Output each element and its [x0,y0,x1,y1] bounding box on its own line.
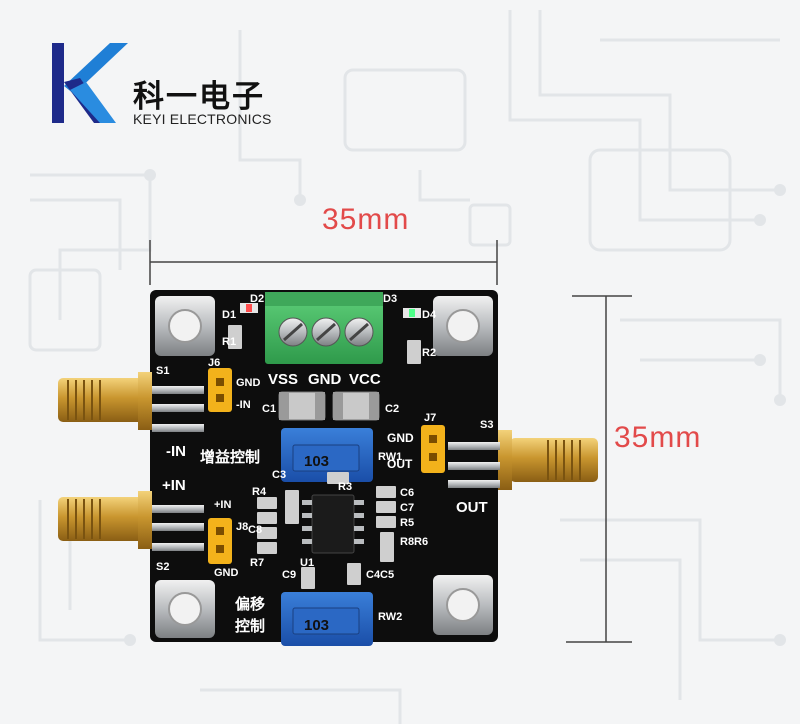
silk-label-vss: VSS [268,371,298,388]
capacitor-c2 [332,391,380,421]
silk-label-minus-in-j6: -IN [236,399,251,411]
brand-name-cn: 科一电子 [133,79,265,115]
silk-label-plus-in: +IN [162,477,186,494]
smd-part [228,325,242,349]
silk-label-c2: C2 [385,403,399,415]
height-dimension-label: 35mm [614,421,702,454]
silk-label-rw1: RW1 [378,451,402,463]
smd-part [376,516,396,528]
silk-label-r5: R5 [400,517,414,529]
smd-part [327,472,349,484]
jumper-j6 [208,368,232,412]
silk-label-r3: R3 [338,481,352,493]
pot-code-rw2: 103 [304,617,329,634]
silk-label-c6: C6 [400,487,414,499]
silk-label-offset-2: 控制 [235,617,265,635]
k-logo-icon [52,43,128,123]
mounting-hole [433,575,493,635]
width-dimension-line [149,240,498,285]
silk-label-offset-1: 偏移 [235,595,265,613]
potentiometer-rw1 [281,428,373,482]
silk-label-c3: C3 [272,469,286,481]
mounting-hole [433,296,493,356]
potentiometer-rw2 [281,592,373,646]
silk-label-c9: C9 [282,569,296,581]
sma-connector-plus-in [58,491,204,551]
smd-part [285,490,299,524]
silk-label-r1: R1 [222,336,236,348]
silk-label-j7: J7 [424,412,436,424]
silk-label-c5: C5 [380,569,394,581]
op-amp-chip-u1 [302,494,364,554]
silk-label-out: OUT [456,499,488,516]
silk-label-gnd-j8: GND [214,567,239,579]
silk-label-vcc: VCC [349,371,381,388]
silk-label-r7: R7 [250,557,264,569]
smd-part [347,563,361,585]
sma-connector-out [448,430,598,490]
silk-label-d2: D2 [250,293,264,305]
silk-label-j6: J6 [208,357,220,369]
brand-logo: 科一电子 KEYI ELECTRONICS [50,38,290,128]
brand-name-en: KEYI ELECTRONICS [133,111,272,127]
silk-label-s1: S1 [156,365,169,377]
silk-label-out-j7: OUT [387,457,413,471]
silk-label-d3: D3 [383,293,397,305]
silk-label-d1: D1 [222,309,236,321]
led-d3 [403,308,421,318]
silk-label-r2: R2 [422,347,436,359]
silk-label-j8: J8 [236,521,248,533]
smd-part [407,340,421,364]
smd-part [301,567,315,589]
smd-part [257,542,277,554]
silk-label-plus-in-j8: +IN [214,499,231,511]
silk-label-c7: C7 [400,502,414,514]
width-dimension-label: 35mm [322,203,410,236]
silk-label-gnd-j7: GND [387,431,414,445]
silk-label-s2: S2 [156,561,169,573]
jumper-j8 [208,518,232,564]
smd-part [380,532,394,562]
silk-label-r4: R4 [252,486,267,498]
mounting-hole [155,296,215,356]
silk-label-d4: D4 [422,309,437,321]
smd-part [376,486,396,498]
silk-label-r6: R6 [414,536,428,548]
power-terminal-block [265,292,383,364]
silk-label-c8: C8 [248,524,262,536]
height-dimension-line [566,295,632,643]
silk-label-gnd-j6: GND [236,377,261,389]
silk-label-c4: C4 [366,569,381,581]
sma-connector-minus-in [58,372,204,432]
led-d1 [240,303,258,313]
silk-label-minus-in: -IN [166,443,186,460]
smd-part [257,527,277,539]
pot-code-rw1: 103 [304,453,329,470]
smd-part [376,501,396,513]
smd-part [257,512,277,524]
mounting-hole [155,580,215,638]
silk-label-r8: R8 [400,536,414,548]
silk-label-c1: C1 [262,403,276,415]
jumper-j7 [421,425,445,473]
silk-label-gnd-top: GND [308,371,342,388]
silk-label-gain-control: 增益控制 [200,448,260,466]
silk-label-u1: U1 [300,557,314,569]
silk-label-rw2: RW2 [378,611,402,623]
smd-part [257,497,277,509]
capacitor-c1 [278,391,326,421]
silk-label-s3: S3 [480,419,493,431]
